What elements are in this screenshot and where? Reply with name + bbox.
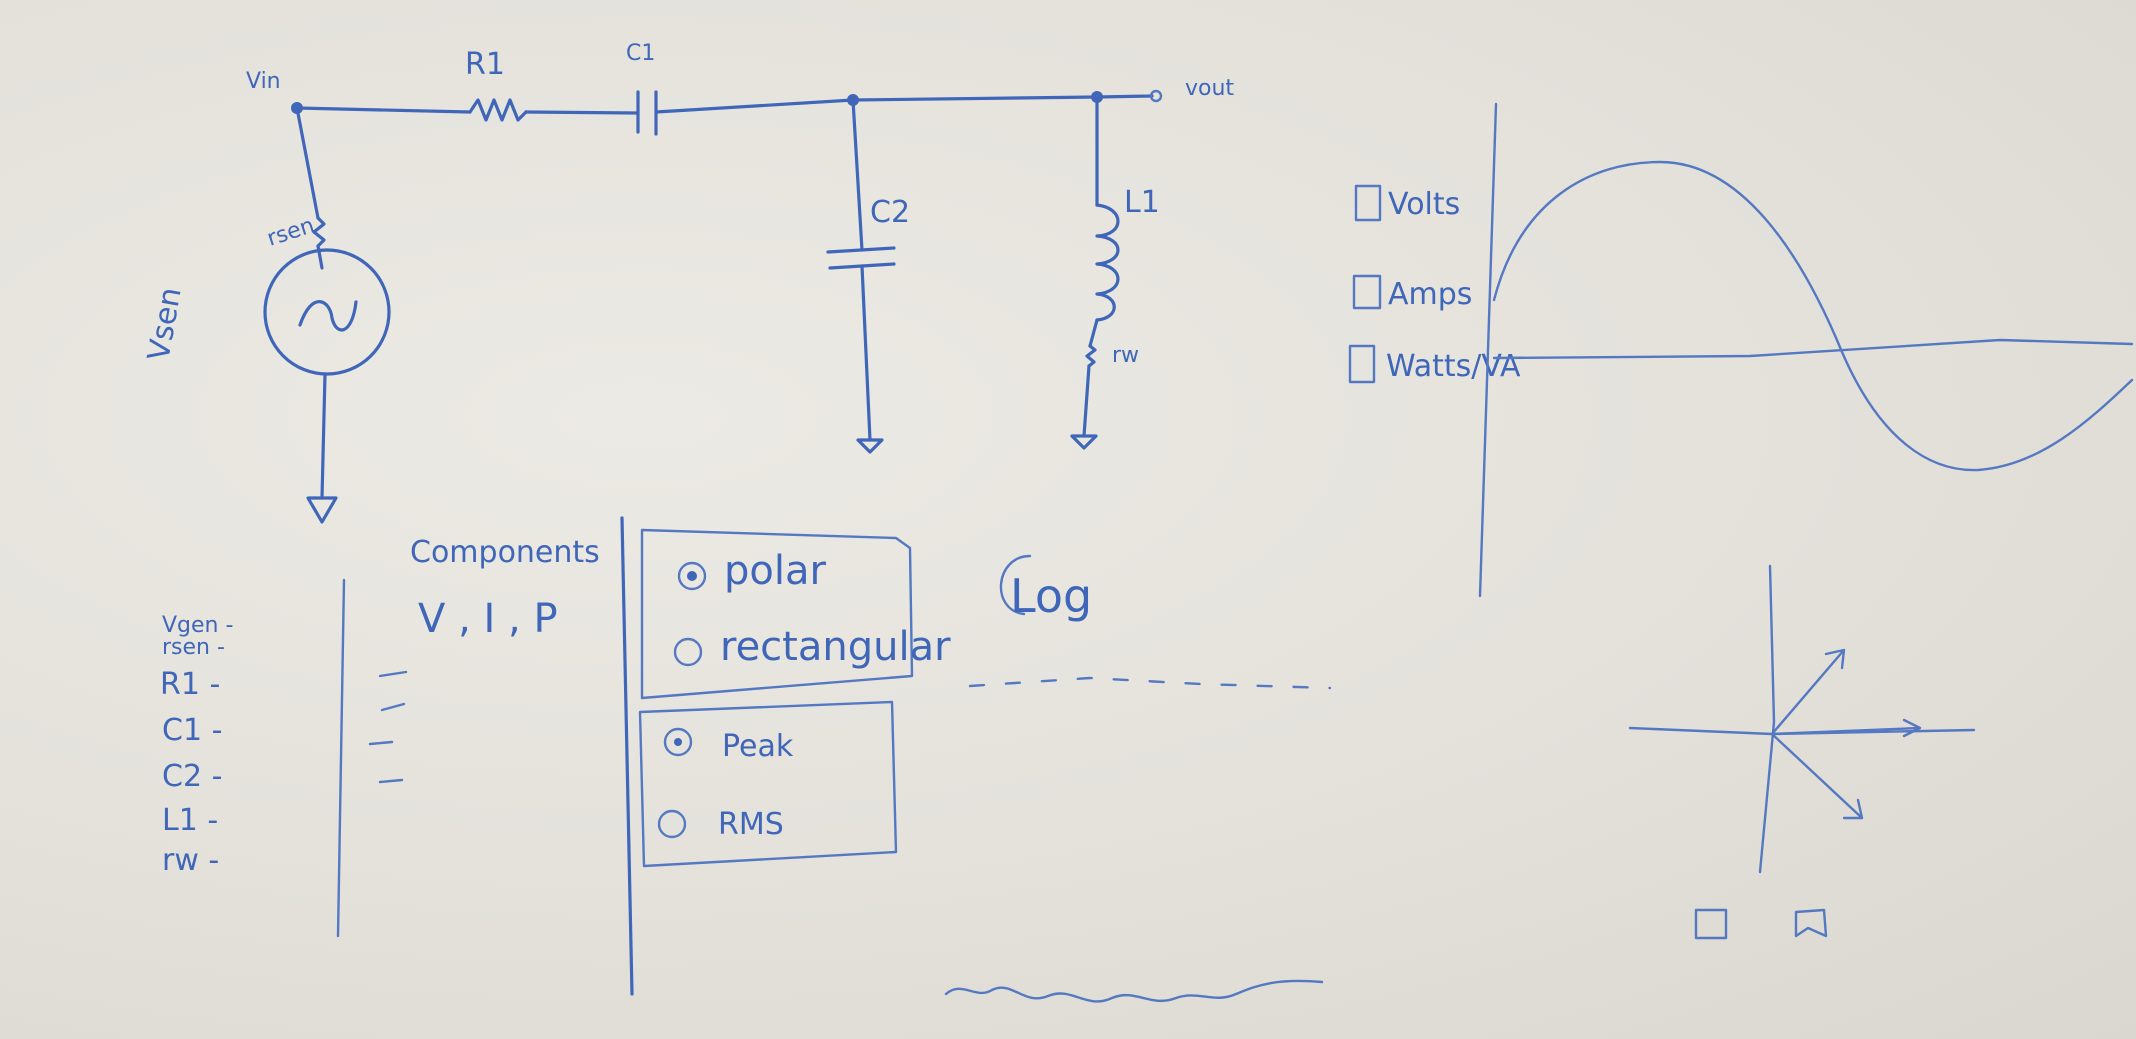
table-divider <box>336 578 346 938</box>
waveform-plot <box>1478 102 2134 598</box>
checkbox-volts-box[interactable] <box>1354 184 1382 222</box>
phasor-arrow-right <box>1770 718 1922 738</box>
component-row-label: rw - <box>162 843 219 878</box>
radio-rectangular-label: rectangular <box>720 624 951 670</box>
wire-source-ground <box>320 372 327 500</box>
section-divider <box>620 516 634 996</box>
label-c1: C1 <box>626 41 655 66</box>
radio-peak-label: Peak <box>722 729 794 764</box>
sine-wave-icon <box>298 300 358 332</box>
ac-source-symbol <box>263 248 391 376</box>
component-row-label: L1 - <box>162 803 218 838</box>
table-dash <box>378 670 408 678</box>
wire-vout <box>1095 94 1154 99</box>
components-table: Components V , I , P Vgen -rsen - R1 - C1 … <box>160 535 600 938</box>
radio-polar-dot <box>687 571 697 581</box>
wire-vin-rsen <box>295 106 320 220</box>
phasor-checkbox-right[interactable] <box>1794 908 1828 938</box>
label-vout: vout <box>1185 76 1234 101</box>
checkbox-amps[interactable]: Amps <box>1352 274 1472 312</box>
phasor-checkbox-left[interactable] <box>1694 908 1728 940</box>
scope-checkboxes: Volts Amps Watts/VA <box>1348 184 1521 384</box>
radio-peak-dot <box>674 738 682 746</box>
format-option-rectangular[interactable]: rectangular <box>673 624 951 670</box>
phasor-arrow-up <box>1770 648 1846 736</box>
sine-waveform <box>1492 160 2134 472</box>
format-radio-group: polar rectangular <box>640 528 951 700</box>
radio-rectangular[interactable] <box>673 637 703 667</box>
label-r1: R1 <box>465 47 505 82</box>
phasor-y-axis <box>1758 564 1776 874</box>
measure-group-box <box>638 700 898 868</box>
ground-icon <box>856 438 884 454</box>
log-bracket <box>999 554 1032 616</box>
inductor-l1 <box>1095 203 1120 322</box>
table-dash <box>378 778 404 784</box>
wire-vin-r1 <box>295 106 472 114</box>
wire-c1-node <box>654 95 1099 114</box>
label-rw: rw <box>1112 343 1139 368</box>
components-columns: V , I , P <box>418 596 558 642</box>
component-row-label: C2 - <box>162 759 222 794</box>
label-rsen: rsen <box>264 213 317 252</box>
checkbox-watts-box[interactable] <box>1348 344 1376 384</box>
resistor-rsen <box>312 216 326 248</box>
wire-node-c2 <box>851 98 864 252</box>
plot-y-axis <box>1478 102 1498 598</box>
checkbox-amps-label: Amps <box>1388 277 1472 312</box>
checkbox-volts[interactable]: Volts <box>1354 184 1460 222</box>
radio-peak[interactable] <box>663 727 693 757</box>
resistor-rw <box>1085 344 1097 368</box>
table-dash <box>368 740 394 746</box>
measure-option-rms[interactable]: RMS <box>657 807 784 842</box>
measure-radio-group: Peak RMS <box>638 700 898 868</box>
radio-polar-label: polar <box>724 548 826 594</box>
wire-l1-rw <box>1088 318 1099 348</box>
phasor-diagram <box>1628 564 1976 940</box>
label-l1: L1 <box>1124 185 1160 220</box>
component-rows: Vgen -rsen - R1 - C1 - C2 - L1 - rw - <box>160 613 233 878</box>
plot-x-axis <box>1492 338 2134 360</box>
checkbox-watts[interactable]: Watts/VA <box>1348 344 1521 384</box>
component-row-label: C1 - <box>162 713 222 748</box>
radio-polar[interactable] <box>677 561 707 591</box>
resistor-r1 <box>468 98 528 122</box>
component-row-label: rsen - <box>162 635 225 660</box>
format-group-box <box>640 528 914 700</box>
wire-c2-ground <box>860 264 872 442</box>
phasor-arrow-down <box>1770 732 1864 820</box>
circuit-schematic: Vin vout R1 C1 C2 L1 rw rsen Vsen <box>141 41 1234 524</box>
log-toggle[interactable]: Log <box>999 554 1092 623</box>
checkbox-watts-label: Watts/VA <box>1386 349 1521 384</box>
wavy-slider-track[interactable] <box>944 979 1324 1003</box>
measure-option-peak[interactable]: Peak <box>663 727 794 764</box>
ground-icon <box>1070 434 1098 450</box>
label-c2: C2 <box>870 195 910 230</box>
capacitor-c1 <box>636 90 658 136</box>
radio-rms[interactable] <box>657 809 687 839</box>
wire-rw-ground <box>1082 364 1091 438</box>
format-option-polar[interactable]: polar <box>677 548 826 594</box>
checkbox-amps-box[interactable] <box>1352 274 1382 310</box>
table-dash <box>380 702 406 712</box>
dashed-slider-track[interactable] <box>968 676 1332 690</box>
label-vin: Vin <box>246 69 281 94</box>
wire-r1-c1 <box>524 110 638 115</box>
label-vsen: Vsen <box>141 285 188 364</box>
component-row-label: R1 - <box>160 667 220 702</box>
ground-icon <box>306 496 338 524</box>
vout-terminal <box>1149 89 1163 103</box>
log-label: Log <box>1010 569 1092 623</box>
checkbox-volts-label: Volts <box>1388 187 1460 222</box>
component-row-label: Vgen - <box>162 613 233 638</box>
components-heading: Components <box>410 535 600 570</box>
radio-rms-label: RMS <box>718 807 784 842</box>
